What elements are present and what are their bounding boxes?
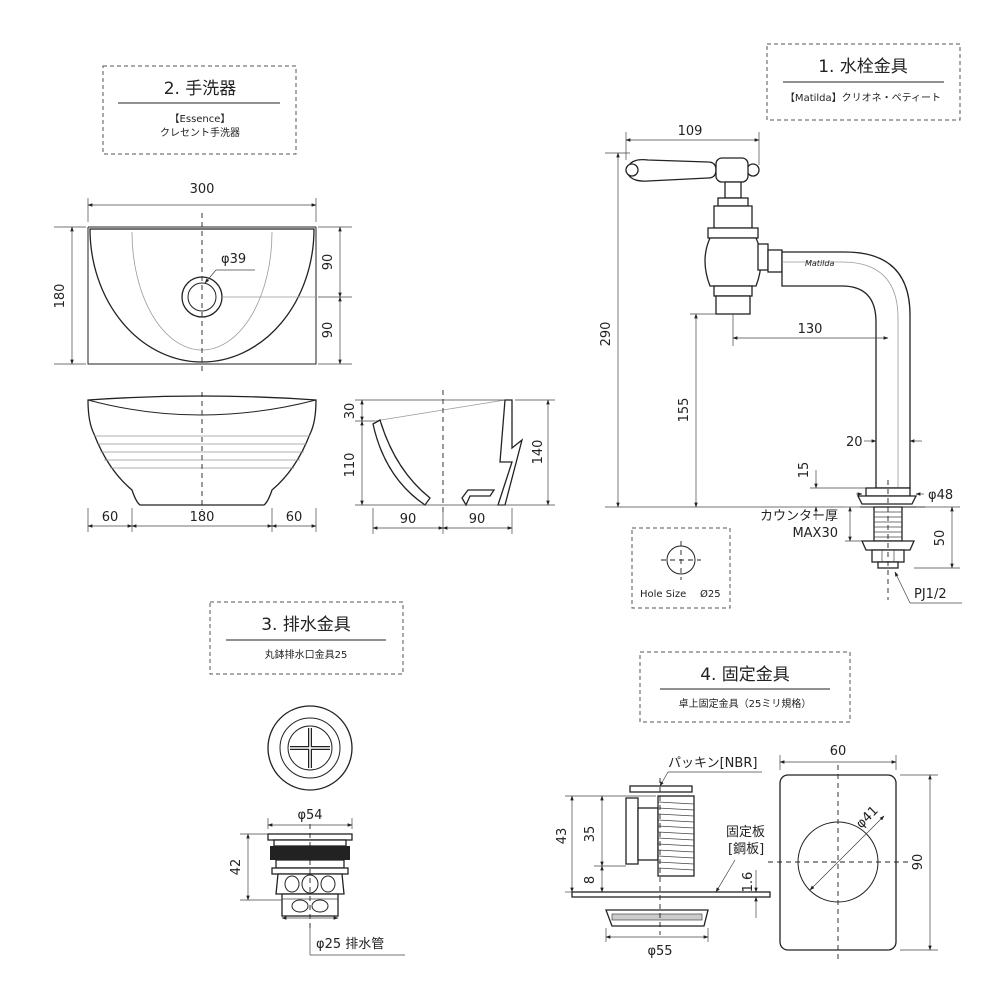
faucet-pipe-dim: 20 — [846, 435, 863, 450]
counter-thickness-label: カウンター厚 — [760, 509, 838, 524]
basin-foot-left-dim: 60 — [102, 510, 119, 525]
basin-half-bottom-dim: 90 — [321, 322, 336, 339]
drain-model: 丸鉢排水口金具25 — [265, 648, 348, 661]
thread-lines — [657, 801, 695, 871]
basin-foot-right-dim: 60 — [286, 510, 303, 525]
basin-top-view: φ39 300 180 90 90 — [53, 182, 352, 372]
basin-half-top-dim: 90 — [321, 254, 336, 271]
drain-title: 3. 排水金具 — [261, 615, 351, 635]
basin-sec-b-dim: 90 — [469, 512, 486, 527]
basin-sec-a-dim: 90 — [400, 512, 417, 527]
faucet-title-box — [766, 43, 961, 121]
drain-height-dim: 42 — [229, 859, 244, 876]
faucet-reach-dim: 130 — [798, 322, 823, 337]
faucet-width-dim: 109 — [678, 124, 703, 139]
basin-depth-dim: 180 — [53, 284, 68, 309]
faucet-model: 【Matilda】クリオネ・ペティート — [785, 92, 941, 104]
handle-icon — [627, 159, 717, 182]
basin-brand: 【Essence】 — [170, 113, 231, 125]
basin-rim-dim: 30 — [343, 403, 358, 420]
drain-pipe-dim: φ25 排水管 — [316, 937, 384, 952]
basin-title: 2. 手洗器 — [164, 79, 237, 99]
faucet-spout-height-dim: 155 — [677, 398, 692, 423]
faucet-section: 1. 水栓金具 【Matilda】クリオネ・ペティート Matilda — [599, 43, 962, 609]
basin-title-box — [102, 65, 297, 155]
basin-section-view: 30 110 140 90 90 — [343, 390, 555, 534]
basin-model: クレセント手洗器 — [160, 126, 240, 139]
basin-width-dim: 300 — [190, 182, 215, 197]
basin-hole-dim: φ39 — [221, 252, 246, 267]
packing-icon — [629, 785, 693, 793]
basin-section: 2. 手洗器 【Essence】 クレセント手洗器 φ39 300 — [53, 65, 555, 534]
drain-flange-dim: φ54 — [297, 808, 322, 823]
fixing-title-box — [639, 651, 851, 723]
faucet-base-dia-dim: φ48 — [928, 488, 953, 503]
drain-side-view: φ54 42 φ25 排水管 — [229, 808, 405, 956]
counter-max-label: MAX30 — [792, 526, 838, 541]
fixing-title: 4. 固定金具 — [700, 665, 790, 685]
hole-size-box — [631, 527, 731, 609]
plate-width-dim: 60 — [830, 744, 847, 759]
faucet-drawing: Matilda 109 — [599, 124, 962, 609]
basin-bowl-dim: 110 — [343, 453, 358, 478]
fixing-side-view: パッキン[NBR] 固定板 [鋼板] 43 35 8 1.6 φ55 — [555, 756, 771, 959]
faucet-shank-dim: 50 — [933, 530, 948, 547]
hole-size-label: Hole Size — [640, 589, 686, 600]
drain-section: 3. 排水金具 丸鉢排水口金具25 — [209, 601, 405, 956]
fixing-nut-dim: φ55 — [647, 944, 672, 959]
basin-height-dim: 140 — [531, 440, 546, 465]
fixing-plate-material: [鋼板] — [728, 842, 764, 857]
basin-foot-mid-dim: 180 — [190, 510, 215, 525]
basin-front-view: 60 180 60 — [87, 392, 317, 532]
fixing-section: 4. 固定金具 卓上固定金具（25ミリ規格） — [555, 651, 938, 960]
shank-thread — [873, 506, 903, 542]
faucet-height-dim: 290 — [599, 322, 614, 347]
fixing-thread-dim: 35 — [583, 826, 598, 843]
fixing-plate-icon — [571, 891, 771, 898]
hole-size-value: Ø25 — [700, 588, 721, 600]
fixing-plate-front-view: φ41 60 90 — [768, 744, 938, 960]
packing-label: パッキン[NBR] — [668, 756, 757, 771]
faucet-title: 1. 水栓金具 — [818, 57, 908, 77]
fixing-plate-label: 固定板 — [726, 825, 765, 840]
fixing-model: 卓上固定金具（25ミリ規格） — [679, 697, 812, 710]
fixing-plate-thickness-dim: 1.6 — [741, 872, 756, 893]
drain-title-box — [209, 601, 404, 675]
faucet-brand-engraving: Matilda — [805, 259, 834, 268]
fixing-total-dim: 43 — [555, 828, 570, 845]
faucet-thread-dim: PJ1/2 — [914, 587, 947, 602]
fixing-lower-dim: 8 — [583, 876, 598, 884]
drain-top-view — [267, 705, 353, 791]
faucet-base-dim: 15 — [797, 462, 812, 479]
plate-height-dim: 90 — [911, 854, 926, 871]
